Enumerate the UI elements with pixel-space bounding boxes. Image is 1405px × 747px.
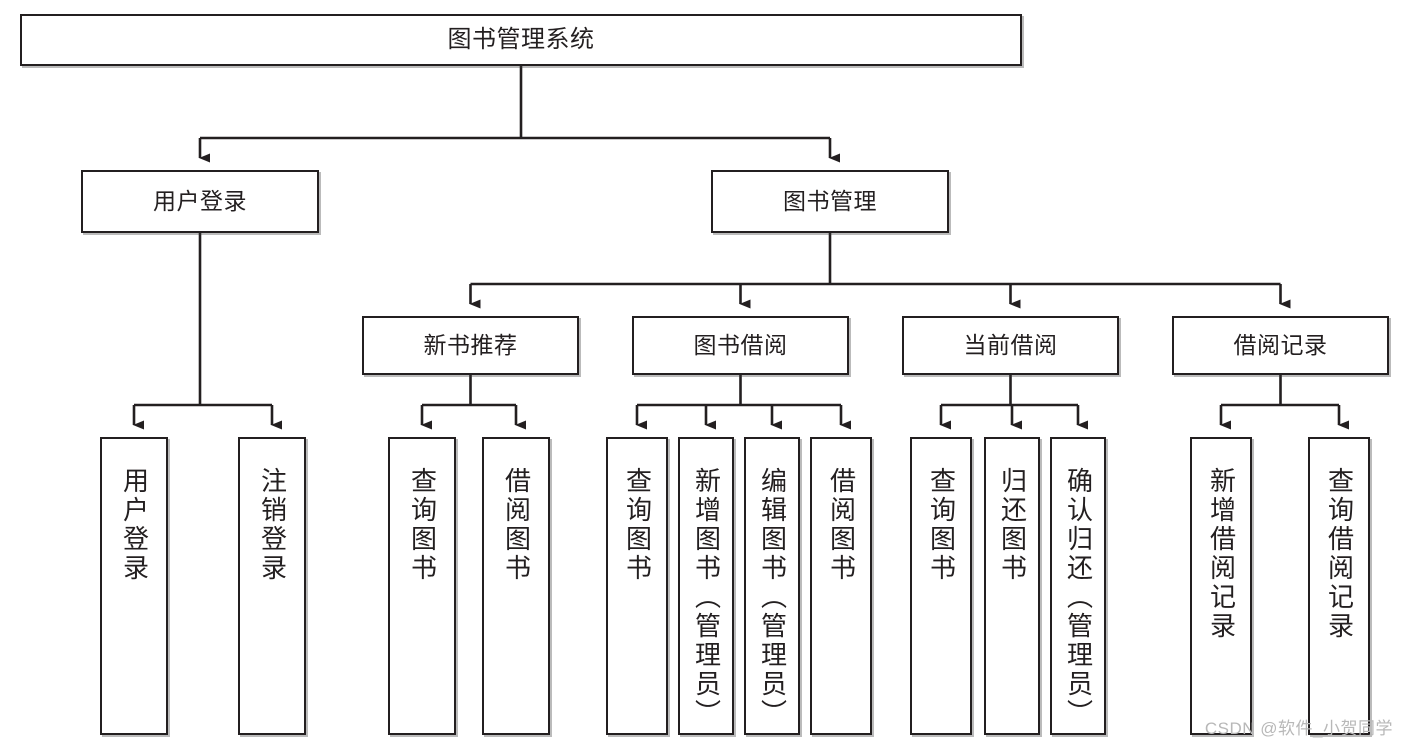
node-leaf-user-logout[interactable]: 注销登录: [238, 437, 306, 735]
node-label: 新增图书（管理员）: [691, 467, 722, 728]
node-leaf-confirm-return[interactable]: 确认归还（管理员）: [1050, 437, 1106, 735]
node-label: 用户登录: [153, 187, 247, 214]
node-records[interactable]: 借阅记录: [1172, 316, 1389, 375]
node-leaf-borrow-book-2[interactable]: 借阅图书: [810, 437, 872, 735]
node-leaf-borrow-book-1[interactable]: 借阅图书: [482, 437, 550, 735]
node-leaf-user-login[interactable]: 用户登录: [100, 437, 168, 735]
node-label: 图书管理系统: [447, 25, 595, 53]
node-label: 编辑图书（管理员）: [757, 467, 788, 728]
node-label: 用户登录: [119, 467, 150, 583]
node-newbook[interactable]: 新书推荐: [362, 316, 579, 375]
node-label: 新增借阅记录: [1206, 467, 1237, 641]
node-label: 查询图书: [926, 467, 957, 583]
node-label: 注销登录: [257, 467, 288, 583]
node-label: 新书推荐: [423, 331, 518, 358]
node-current[interactable]: 当前借阅: [902, 316, 1119, 375]
node-label: 借阅图书: [826, 467, 857, 583]
node-leaf-return-book[interactable]: 归还图书: [984, 437, 1040, 735]
node-leaf-add-record[interactable]: 新增借阅记录: [1190, 437, 1252, 735]
node-leaf-query-record[interactable]: 查询借阅记录: [1308, 437, 1370, 735]
node-label: 当前借阅: [963, 331, 1058, 358]
node-leaf-edit-book[interactable]: 编辑图书（管理员）: [744, 437, 800, 735]
node-label: 归还图书: [997, 467, 1028, 583]
node-login[interactable]: 用户登录: [81, 170, 319, 233]
node-label: 查询借阅记录: [1324, 467, 1355, 641]
node-leaf-add-book[interactable]: 新增图书（管理员）: [678, 437, 734, 735]
node-leaf-query-book-1[interactable]: 查询图书: [388, 437, 456, 735]
node-bookmgmt[interactable]: 图书管理: [711, 170, 949, 233]
node-borrow[interactable]: 图书借阅: [632, 316, 849, 375]
node-label: 图书借阅: [693, 331, 788, 358]
node-label: 查询图书: [407, 467, 438, 583]
node-label: 图书管理: [783, 187, 877, 214]
node-label: 查询图书: [622, 467, 653, 583]
node-label: 借阅图书: [501, 467, 532, 583]
watermark-text: CSDN @软件_小贺同学: [1204, 719, 1393, 738]
node-root[interactable]: 图书管理系统: [20, 14, 1022, 66]
node-leaf-query-book-3[interactable]: 查询图书: [910, 437, 972, 735]
node-leaf-query-book-2[interactable]: 查询图书: [606, 437, 668, 735]
node-label: 确认归还（管理员）: [1063, 467, 1094, 728]
node-label: 借阅记录: [1233, 331, 1328, 358]
